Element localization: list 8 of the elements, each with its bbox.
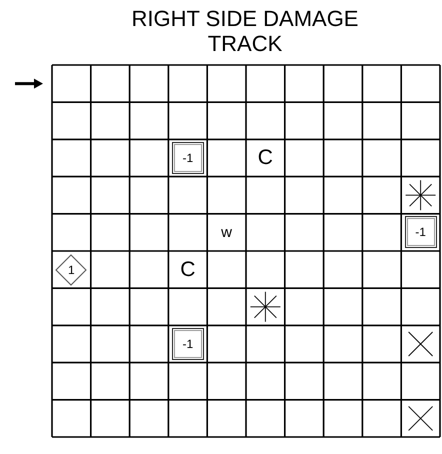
cell-letter: w bbox=[220, 222, 234, 243]
cell-letter: C bbox=[256, 145, 274, 171]
boxed-number: -1 bbox=[404, 216, 437, 248]
cell-letter: C bbox=[179, 256, 196, 283]
boxed-number: -1 bbox=[172, 328, 204, 360]
title: RIGHT SIDE DAMAGE TRACK bbox=[130, 6, 360, 56]
boxed-number: -1 bbox=[172, 142, 204, 174]
diamond-marker: 1 bbox=[55, 254, 88, 286]
